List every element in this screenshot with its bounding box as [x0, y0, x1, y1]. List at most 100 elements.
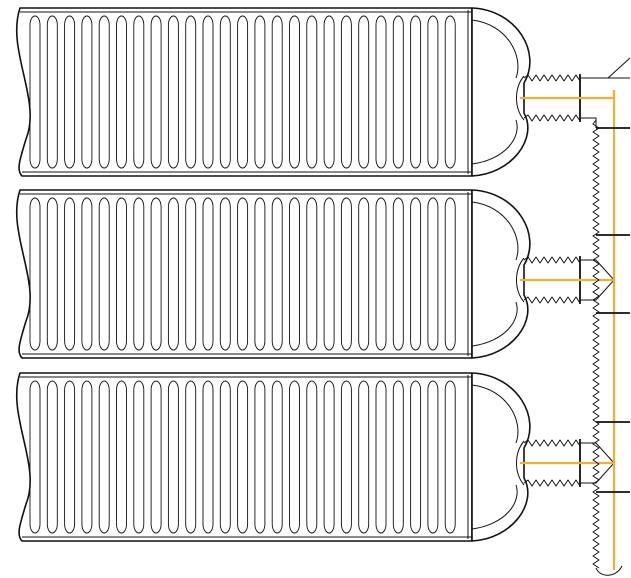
pleat [46, 197, 58, 351]
pleat [323, 15, 335, 169]
end-cap-inner-line [471, 484, 518, 530]
pleat [254, 380, 266, 534]
pleat [340, 197, 352, 351]
pleat [358, 15, 370, 169]
pleat [410, 380, 422, 534]
pleat [444, 380, 456, 534]
pleat [427, 197, 439, 351]
nipple-thread-bottom [523, 479, 581, 487]
end-cap-inner-line [471, 201, 519, 261]
pleat [29, 380, 41, 534]
cartridge-pleats [29, 197, 456, 351]
pleat [306, 197, 318, 351]
pleat [133, 15, 145, 169]
filter-cartridge [15, 372, 615, 542]
pleat [289, 380, 300, 534]
pleat [237, 197, 249, 351]
pleat [202, 197, 214, 351]
end-cap-inner-line [471, 384, 519, 444]
pleat [46, 380, 58, 534]
pleat [340, 15, 352, 169]
pleat [133, 380, 145, 534]
pleat [167, 15, 179, 169]
pleat [375, 15, 387, 169]
filter-cartridge [15, 189, 615, 359]
pleat [358, 197, 370, 351]
pleat [392, 380, 404, 534]
pleat [410, 197, 422, 351]
pleat [185, 197, 197, 351]
pleat [116, 197, 127, 351]
pleat [219, 197, 231, 351]
pleat [167, 380, 179, 534]
cartridge-pleats [29, 380, 456, 534]
nipple-thread-bottom [523, 296, 581, 304]
pleat [254, 197, 266, 351]
tee-bend [580, 117, 597, 128]
nipple-thread-top [523, 256, 581, 264]
cartridge-body-outline [15, 7, 473, 177]
pleat [323, 197, 335, 351]
pleat [98, 197, 110, 351]
pleat [64, 380, 76, 534]
pleat [392, 197, 404, 351]
pleat [289, 15, 300, 169]
pleat [116, 15, 127, 169]
pleat [64, 15, 76, 169]
pleat [116, 380, 127, 534]
pleat [29, 197, 41, 351]
pleat [427, 380, 439, 534]
pleat [271, 15, 283, 169]
pleat [427, 15, 439, 169]
pleat [289, 197, 300, 351]
pleat [185, 380, 197, 534]
pleat [306, 380, 318, 534]
nipple-root [516, 75, 525, 121]
manifold-end [595, 565, 623, 576]
pleat [340, 380, 352, 534]
filter-cartridge [15, 7, 631, 177]
pleat [237, 15, 249, 169]
pleat [81, 15, 93, 169]
pleat [375, 380, 387, 534]
pleat [410, 15, 422, 169]
pleat [219, 380, 231, 534]
cartridge-pleats [29, 15, 456, 169]
pleat [167, 197, 179, 351]
end-cap-inner-line [471, 301, 518, 347]
pleat [237, 380, 249, 534]
filter-cartridges-group [15, 7, 631, 542]
cartridge-body-outline [15, 189, 473, 359]
nipple-root [516, 440, 525, 486]
pleat [98, 15, 110, 169]
end-cap [471, 7, 531, 177]
pleat [202, 15, 214, 169]
pleat [81, 380, 93, 534]
end-cap [471, 189, 531, 359]
cartridge-body-outline [15, 372, 473, 542]
pleat [323, 380, 335, 534]
nipple-root [516, 257, 525, 303]
pleat [185, 15, 197, 169]
threaded-manifold-pipe [592, 90, 630, 576]
pleat [29, 15, 41, 169]
pleat [254, 15, 266, 169]
pleat [271, 380, 283, 534]
nipple-thread-top [523, 439, 581, 447]
pleat [306, 15, 318, 169]
end-cap-inner-line [471, 119, 518, 165]
end-cap-inner-line [471, 19, 519, 79]
pleat [444, 15, 456, 169]
nipple-thread-top [523, 74, 581, 82]
pleat [150, 197, 162, 351]
nipple-thread-bottom [523, 114, 581, 122]
pleat [46, 15, 58, 169]
pleat [150, 15, 162, 169]
pleat [150, 380, 162, 534]
pleat [133, 197, 145, 351]
end-cap [471, 372, 531, 542]
pleat [219, 15, 231, 169]
pleat [444, 197, 456, 351]
pleat [81, 197, 93, 351]
